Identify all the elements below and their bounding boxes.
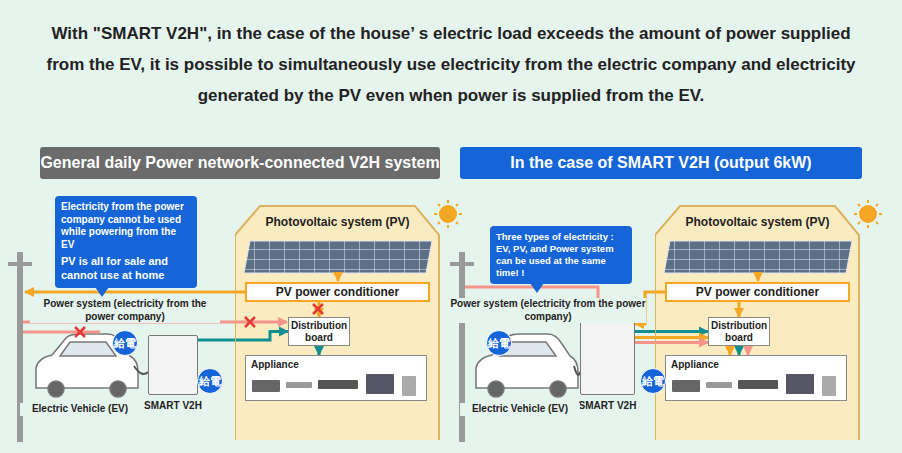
callout-box: Three types of electricity : EV, PV, and… (490, 226, 632, 284)
node-text: PV is all for sale and cannot use at hom… (61, 255, 191, 283)
supply-badge: 給電 (197, 368, 223, 394)
node-text: SMART V2H (144, 400, 202, 411)
node-text: Photovoltaic system (PV) (655, 215, 860, 229)
power-flow-arrow (738, 302, 741, 317)
node-text: 給電 (487, 331, 511, 357)
pv-down-arrow (337, 273, 340, 281)
vehicle-label: Electric Vehicle (EV) (20, 403, 140, 416)
appliance-box: Appliance (665, 355, 847, 401)
parallel-flow (747, 346, 750, 355)
node-text: Electricity from the power company canno… (61, 201, 191, 251)
node-text: 給電 (641, 369, 665, 395)
grid-label: Power system (electricity from the power… (450, 298, 646, 323)
v2h-unit: SMART V2H (580, 318, 635, 395)
panel-header: General daily Power network-connected V2… (40, 147, 440, 179)
process-box: Distribution board (288, 317, 350, 346)
v2h-unit: SMART V2H (148, 335, 198, 395)
power-flow-arrow (318, 346, 321, 355)
parallel-flow (635, 336, 708, 339)
node-text: Appliance (671, 359, 841, 370)
pv-sale-line (25, 291, 245, 294)
node-text: SMART V2H (579, 400, 637, 411)
vehicle-label: Electric Vehicle (EV) (460, 403, 580, 416)
utility-pole (8, 252, 474, 442)
appliance-box: Appliance (245, 355, 427, 401)
parallel-flow (729, 346, 732, 355)
appliance-icons (252, 374, 420, 396)
callout-box: Electricity from the power company canno… (55, 196, 197, 288)
node-text: Distribution board (711, 320, 767, 343)
sun (434, 200, 882, 228)
house-right (655, 205, 860, 440)
process-box: PV power conditioner (665, 282, 850, 302)
node-text: PV power conditioner (669, 285, 846, 299)
process-box: PV power conditioner (245, 282, 430, 302)
node-text: 給電 (198, 369, 222, 395)
node-text: Appliance (251, 359, 421, 370)
node-text: 給電 (113, 331, 137, 357)
supply-badge: 給電 (640, 368, 666, 394)
power-flow-arrow (635, 330, 708, 333)
diagram-title: With "SMART V2H", in the case of the hou… (40, 18, 862, 111)
process-box: Distribution board (708, 317, 770, 346)
node-text: In the case of SMART V2H (output 6kW) (460, 147, 862, 179)
node-text: PV power conditioner (249, 285, 426, 299)
node-text: Distribution board (291, 320, 347, 343)
grid-label: Power system (electricity from the power… (30, 298, 220, 323)
grid-line (23, 331, 100, 334)
parallel-flow (635, 341, 708, 344)
appliance-icons (672, 374, 840, 396)
node-text: General daily Power network-connected V2… (40, 147, 440, 179)
power-flow-arrow (198, 332, 288, 341)
node-text: Photovoltaic system (PV) (235, 215, 440, 229)
house: Photovoltaic system (PV) PV power conditi… (235, 205, 440, 440)
supply-badge: 給電 (112, 330, 138, 356)
pv-down-arrow (757, 273, 760, 281)
node-text: Three types of electricity : EV, PV, and… (496, 231, 626, 279)
supply-badge: 給電 (486, 330, 512, 356)
house: Photovoltaic system (PV) PV power conditi… (655, 205, 860, 440)
power-flow-arrow (738, 346, 741, 355)
panel-header: In the case of SMART V2H (output 6kW) (460, 147, 862, 179)
